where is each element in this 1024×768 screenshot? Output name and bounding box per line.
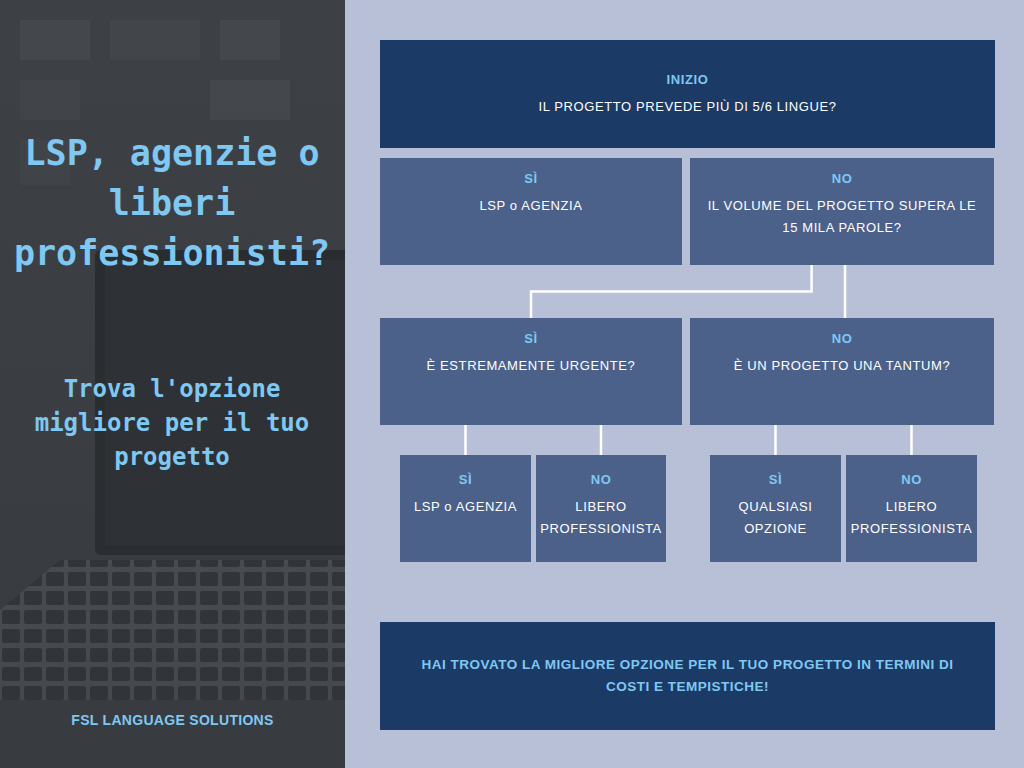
photo-shade xyxy=(0,0,345,768)
flow-connector xyxy=(464,425,467,455)
node-body: QUALSIASI OPZIONE xyxy=(714,496,837,540)
decision-box: NO LIBERO PROFESSIONISTA xyxy=(846,455,977,562)
photo-ground xyxy=(0,0,345,768)
node-heading: SÌ xyxy=(714,471,837,489)
page-title: LSP, agenzie o liberi professionisti? xyxy=(7,128,337,278)
start-box: INIZIO IL PROGETTO PREVEDE PIÙ DI 5/6 LIN… xyxy=(380,40,995,148)
decision-box: NO È UN PROGETTO UNA TANTUM? xyxy=(690,318,994,425)
decision-box: NO LIBERO PROFESSIONISTA xyxy=(536,455,666,562)
node-heading: INIZIO xyxy=(400,71,975,89)
node-body: È ESTREMAMENTE URGENTE? xyxy=(394,355,668,377)
flow-connector xyxy=(910,425,913,455)
decision-box: SÌ LSP o AGENZIA xyxy=(380,158,682,265)
panel-ground xyxy=(345,0,1024,768)
node-heading: NO xyxy=(704,330,980,348)
node-body: IL PROGETTO PREVEDE PIÙ DI 5/6 LINGUE? xyxy=(400,96,975,118)
node-body: LSP o AGENZIA xyxy=(394,195,668,217)
brand-name: FSL LANGUAGE SOLUTIONS xyxy=(0,711,345,729)
decision-box: NO IL VOLUME DEL PROGETTO SUPERA LE 15 MI… xyxy=(690,158,994,265)
decision-box: SÌ È ESTREMAMENTE URGENTE? xyxy=(380,318,682,425)
flow-connector xyxy=(600,425,603,455)
flow-connector xyxy=(531,265,812,318)
flow-connector xyxy=(844,265,847,318)
flow-connector xyxy=(774,425,777,455)
subtitle-text: Trova l'opzione migliore per il tuo prog… xyxy=(27,372,317,474)
result-box: HAI TROVATO LA MIGLIORE OPZIONE PER IL T… xyxy=(380,622,995,730)
node-body: LSP o AGENZIA xyxy=(404,496,527,518)
node-body: LIBERO PROFESSIONISTA xyxy=(850,496,973,540)
decision-box: SÌ LSP o AGENZIA xyxy=(400,455,531,562)
node-heading: SÌ xyxy=(394,170,668,188)
node-body: IL VOLUME DEL PROGETTO SUPERA LE 15 MILA… xyxy=(704,195,980,239)
result-text: HAI TROVATO LA MIGLIORE OPZIONE PER IL T… xyxy=(414,654,961,698)
node-heading: NO xyxy=(850,471,973,489)
decision-box: SÌ QUALSIASI OPZIONE xyxy=(710,455,841,562)
node-body: È UN PROGETTO UNA TANTUM? xyxy=(704,355,980,377)
node-heading: SÌ xyxy=(394,330,668,348)
node-heading: SÌ xyxy=(404,471,527,489)
node-heading: NO xyxy=(704,170,980,188)
node-body: LIBERO PROFESSIONISTA xyxy=(540,496,662,540)
node-heading: NO xyxy=(540,471,662,489)
